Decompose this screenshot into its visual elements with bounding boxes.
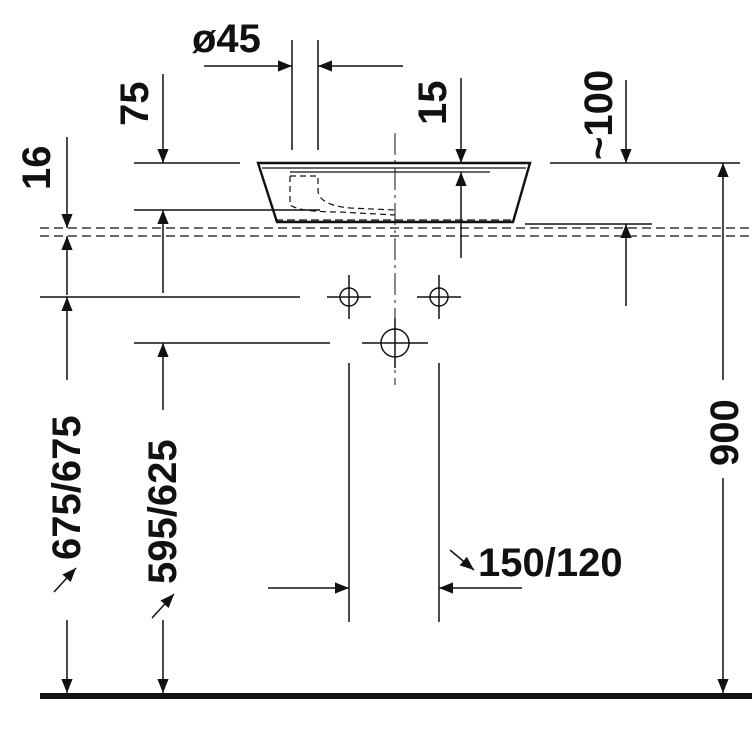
total-height-label: 900 <box>703 399 747 466</box>
overflow-dimension <box>525 80 740 306</box>
basin <box>256 161 532 224</box>
basin-height-label: 75 <box>113 82 157 127</box>
counter-height-dimension <box>53 297 77 693</box>
countertop-thickness-label: 16 <box>15 146 59 191</box>
overflow-label: ~100 <box>577 70 621 160</box>
drain-diameter-dimension <box>204 40 403 150</box>
supply-spacing-dimension <box>268 363 522 622</box>
countertop <box>40 227 752 237</box>
waste-height-label: 595/625 <box>141 439 185 584</box>
basin-height-dimension <box>134 74 320 293</box>
supply-spacing-label: 150/120 <box>478 541 623 585</box>
counter-height-label: 675/675 <box>45 415 89 560</box>
supply-connections <box>327 275 461 319</box>
waste-connection <box>362 318 428 368</box>
floor-line <box>40 693 752 699</box>
reference-lines <box>40 296 330 344</box>
waste-height-dimension <box>151 343 175 693</box>
drain-diameter-label: ø45 <box>192 17 261 61</box>
rim-thickness-label: 15 <box>411 81 455 126</box>
